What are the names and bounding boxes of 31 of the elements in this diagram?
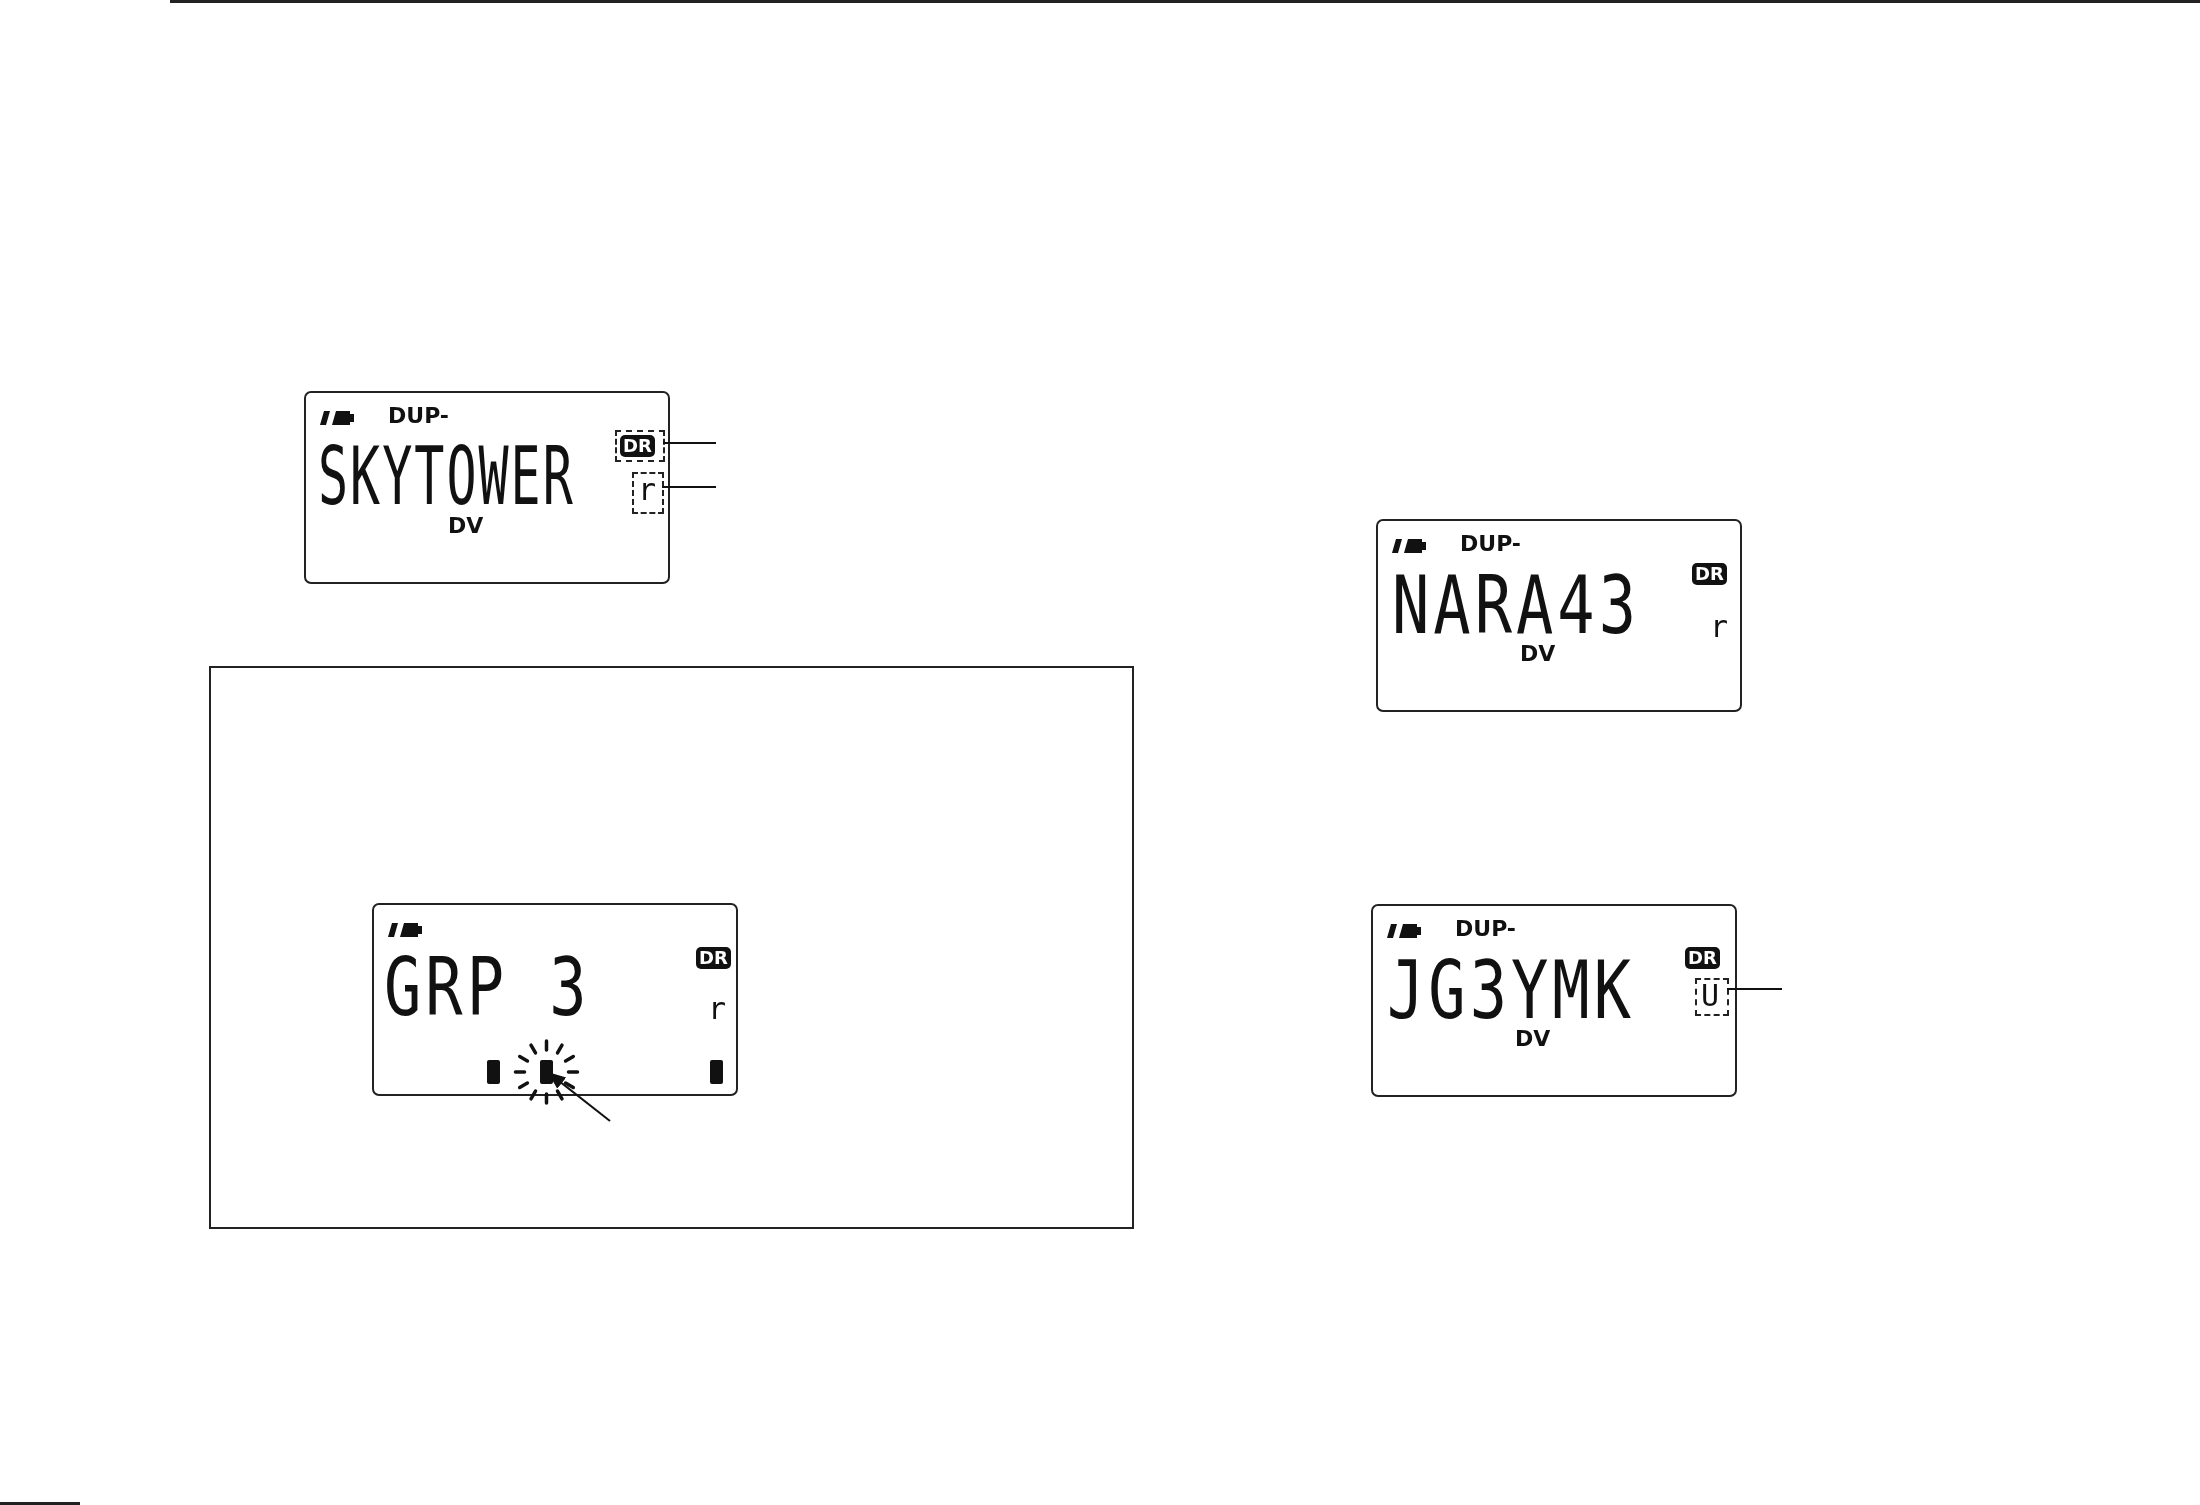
status-text: DUP-	[1455, 918, 1516, 940]
dr-badge: DR	[696, 947, 731, 969]
display-text: SKYTOWER	[318, 437, 575, 517]
lcd-screen	[304, 391, 670, 584]
mode-text: DV	[1515, 1028, 1551, 1050]
display-text: GRP 3	[384, 947, 591, 1028]
dr-badge: DR	[620, 435, 655, 457]
lcd-screen	[1376, 519, 1742, 712]
leader-line	[662, 442, 717, 444]
mode-text: DV	[448, 515, 484, 537]
info-frame	[209, 666, 1134, 1229]
display-text: JG3YMK	[1387, 950, 1635, 1031]
mode-text: DV	[1520, 643, 1556, 665]
status-text: DUP-	[388, 405, 449, 427]
segment-bar	[487, 1060, 500, 1084]
dr-badge: DR	[1685, 947, 1720, 969]
segment-character: r	[638, 475, 657, 505]
segment-character: r	[1710, 612, 1729, 642]
segment-bar	[710, 1060, 723, 1084]
indicator-box	[1695, 978, 1729, 1016]
indicator-box	[615, 430, 665, 462]
display-text: NARA43	[1392, 565, 1640, 646]
leader-line	[1726, 988, 1783, 990]
segment-character: r	[708, 994, 727, 1024]
indicator-box	[632, 472, 664, 514]
segment-character: U	[1701, 981, 1720, 1011]
status-text: DUP-	[1460, 533, 1521, 555]
lcd-screen	[1371, 904, 1737, 1097]
leader-line	[661, 486, 717, 488]
dr-badge: DR	[1692, 563, 1727, 585]
segment-bar	[540, 1060, 553, 1084]
